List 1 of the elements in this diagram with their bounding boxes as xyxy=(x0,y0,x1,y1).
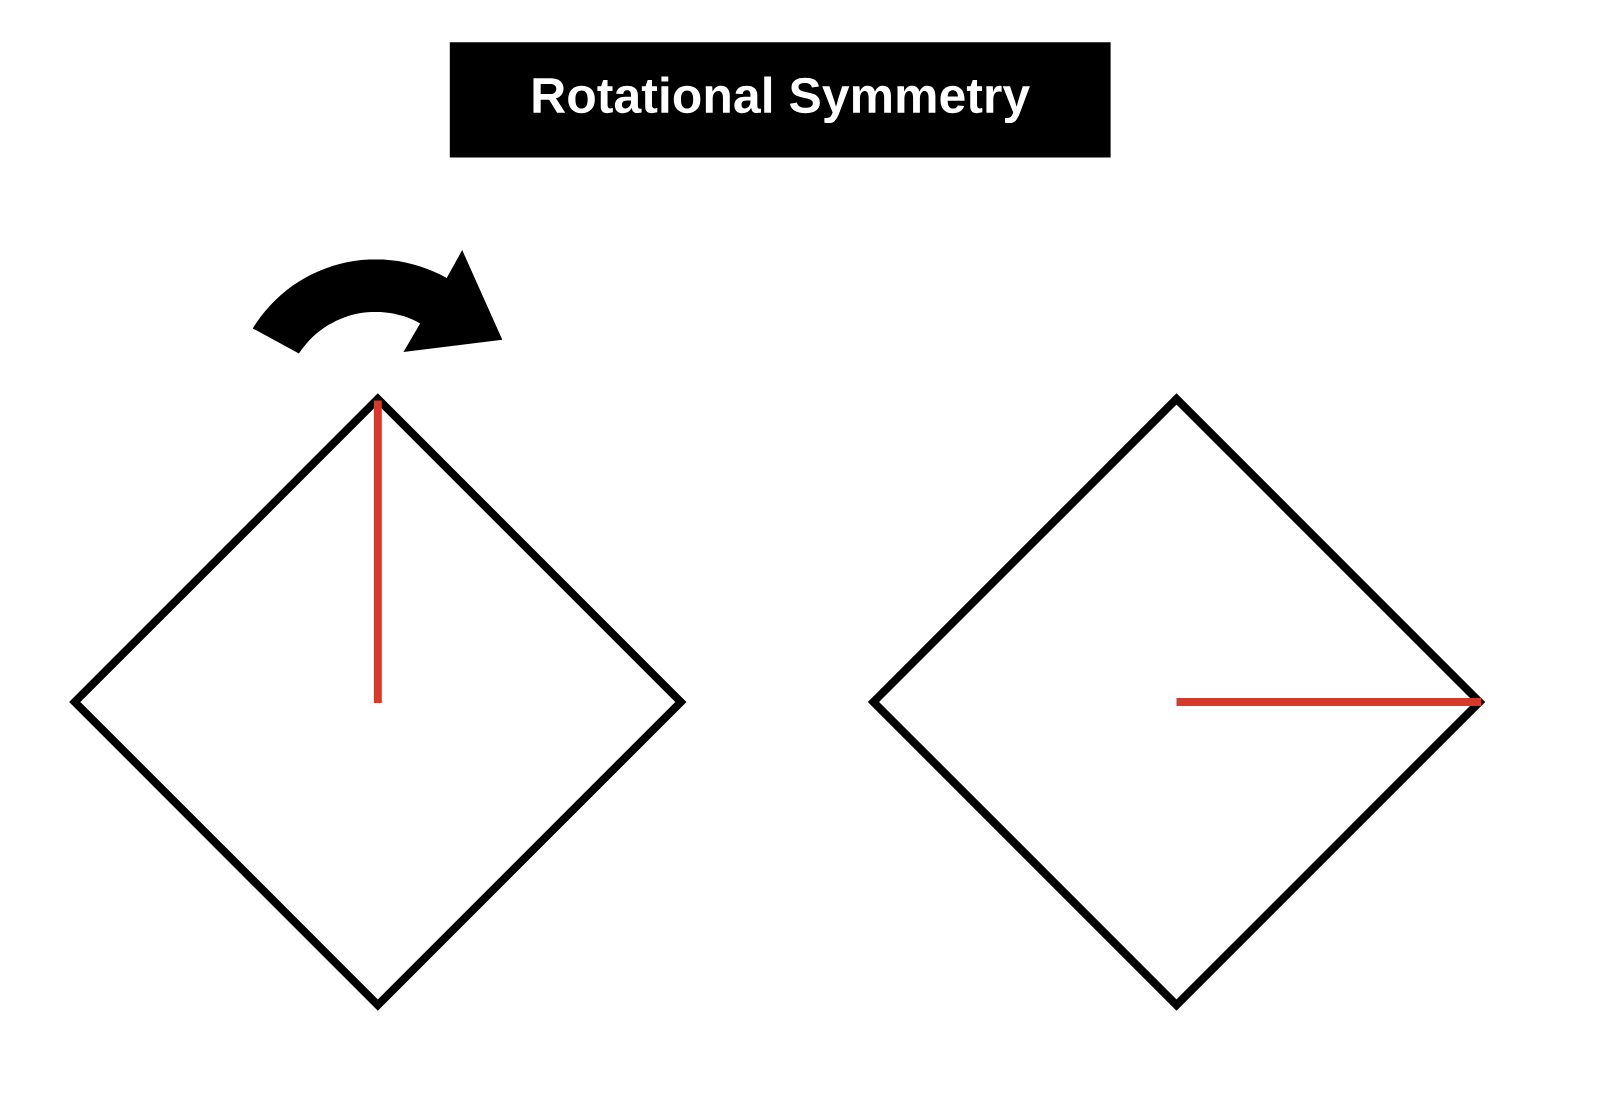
title-banner: Rotational Symmetry xyxy=(449,42,1111,158)
